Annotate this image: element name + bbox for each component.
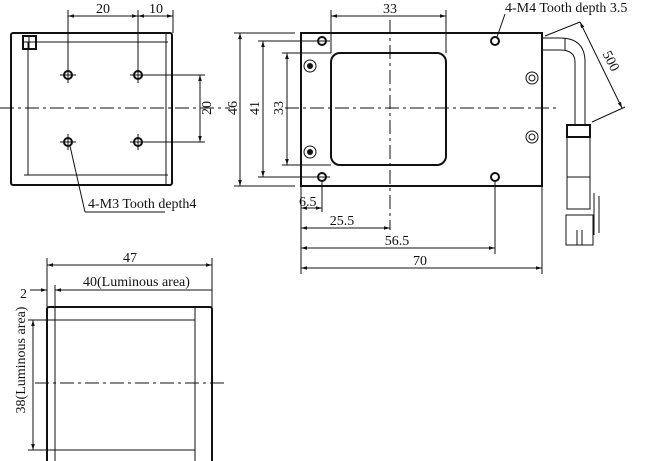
dim-cable-length: 500: [599, 49, 622, 75]
m4-holes: [317, 36, 500, 182]
dim-window-height: 33: [272, 101, 287, 115]
cable: [542, 37, 600, 246]
front-view: 46 41 33 33 6.5 25.5 56.5 70 500 4-M4 To…: [226, 1, 627, 274]
luminous-window: [330, 52, 447, 166]
dim-hole-spacing-h: 20: [96, 2, 110, 17]
dim-window-width: 33: [383, 2, 397, 17]
dim-luminous-width: 40(Luminous area): [83, 275, 190, 290]
dim-luminous-height: 38(Luminous area): [14, 306, 29, 413]
dim-25-5: 25.5: [330, 214, 355, 229]
m3-holes: [60, 67, 146, 150]
dim-margin: 2: [20, 287, 27, 302]
screws: [303, 59, 539, 159]
dim-width: 47: [123, 251, 137, 266]
dim-total-length: 70: [413, 254, 427, 269]
dim-hole-spacing-v: 20: [200, 101, 215, 115]
m4-callout: 4-M4 Tooth depth 3.5: [505, 1, 627, 16]
dim-hole-edge: 10: [149, 2, 163, 17]
bottom-view: 47 2 40(Luminous area) 38(Luminous area): [14, 251, 225, 461]
dim-6-5: 6.5: [299, 195, 317, 210]
m3-callout: 4-M3 Tooth depth4: [88, 197, 196, 212]
dim-56-5: 56.5: [385, 234, 410, 249]
dim-height-holes: 41: [248, 101, 263, 115]
side-view: 20 10 20 4-M3 Tooth depth4: [0, 2, 230, 213]
dim-height-outer: 46: [226, 101, 241, 115]
